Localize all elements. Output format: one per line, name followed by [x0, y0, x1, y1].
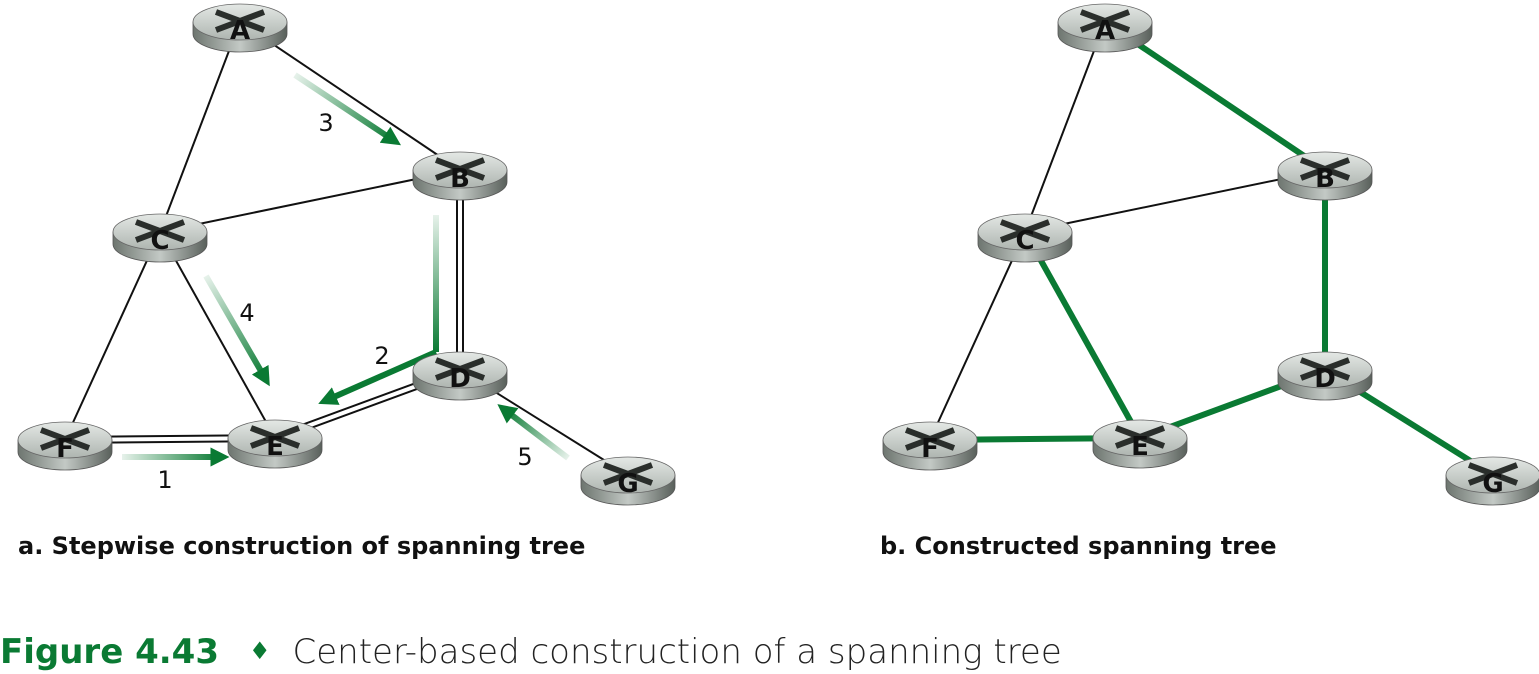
router-label: C — [150, 226, 169, 256]
caption-a: a. Stepwise construction of spanning tre… — [18, 532, 586, 560]
router-label: E — [266, 432, 284, 462]
link-CF — [64, 231, 161, 441]
router-label: A — [1095, 16, 1115, 46]
router-icon — [1467, 462, 1519, 486]
diagram-a: 1 2 3 4 5 A B C D E F G — [17, 3, 676, 506]
figure-number: Figure 4.43 — [0, 632, 219, 672]
step-label: 5 — [517, 443, 532, 471]
step-label: 2 — [374, 342, 389, 370]
router-label: A — [230, 16, 250, 46]
link-CE — [159, 231, 276, 439]
tree-link-CE — [1022, 230, 1143, 440]
router-label: D — [1314, 364, 1336, 394]
step-label: 4 — [239, 299, 254, 327]
router-icon — [999, 219, 1051, 243]
router-d[interactable]: D — [412, 351, 508, 401]
router-icon — [1299, 357, 1351, 381]
diamond-separator: ♦ — [248, 637, 271, 665]
router-f[interactable]: F — [17, 421, 113, 471]
diagram-b: A B C D E F G — [882, 3, 1539, 506]
tree-link-AB — [1103, 19, 1327, 173]
router-e[interactable]: E — [227, 419, 323, 469]
router-label: G — [1482, 469, 1503, 499]
router-c[interactable]: C — [977, 213, 1073, 263]
router-label: G — [617, 469, 638, 499]
router-e[interactable]: E — [1092, 419, 1188, 469]
router-f[interactable]: F — [882, 421, 978, 471]
router-b[interactable]: B — [1277, 151, 1373, 201]
router-icon — [434, 357, 486, 381]
step-label: 1 — [157, 466, 172, 494]
link-CB — [1024, 169, 1326, 233]
router-icon — [249, 425, 301, 449]
caption-b: b. Constructed spanning tree — [880, 532, 1277, 560]
router-icon — [214, 9, 266, 33]
router-a[interactable]: A — [192, 3, 288, 53]
router-label: D — [449, 364, 471, 394]
step-arrow-5: 5 — [497, 404, 570, 471]
router-label: C — [1015, 226, 1034, 256]
link-CF — [929, 231, 1026, 441]
router-label: F — [56, 434, 74, 464]
step-arrow-1: 1 — [122, 447, 230, 494]
figure-title: Center-based construction of a spanning … — [292, 632, 1062, 672]
router-a[interactable]: A — [1057, 3, 1153, 53]
router-label: B — [1315, 164, 1335, 194]
router-icon — [434, 157, 486, 181]
spanning-tree-diagram: 1 2 3 4 5 A B C D E F G A B C D E F G — [17, 3, 1539, 506]
link-CB — [159, 169, 461, 233]
router-label: F — [921, 434, 939, 464]
router-g[interactable]: G — [580, 456, 676, 506]
router-icon — [134, 219, 186, 243]
link-AC — [1024, 21, 1106, 233]
step-label: 3 — [318, 109, 333, 137]
router-icon — [1079, 9, 1131, 33]
step-arrow-3: 3 — [293, 72, 402, 146]
router-icon — [1299, 157, 1351, 181]
router-icon — [1114, 425, 1166, 449]
step-arrow-2: 2 — [318, 215, 439, 405]
router-b[interactable]: B — [412, 151, 508, 201]
figure-caption: Figure 4.43 ♦ Center-based construction of… — [0, 632, 1062, 672]
router-icon — [904, 427, 956, 451]
router-icon — [39, 427, 91, 451]
router-label: B — [450, 164, 470, 194]
step-arrow-4: 4 — [203, 274, 270, 387]
router-label: E — [1131, 432, 1149, 462]
router-g[interactable]: G — [1445, 456, 1539, 506]
router-c[interactable]: C — [112, 213, 208, 263]
router-icon — [602, 462, 654, 486]
router-d[interactable]: D — [1277, 351, 1373, 401]
link-AB — [239, 21, 461, 171]
link-AC — [159, 21, 241, 233]
